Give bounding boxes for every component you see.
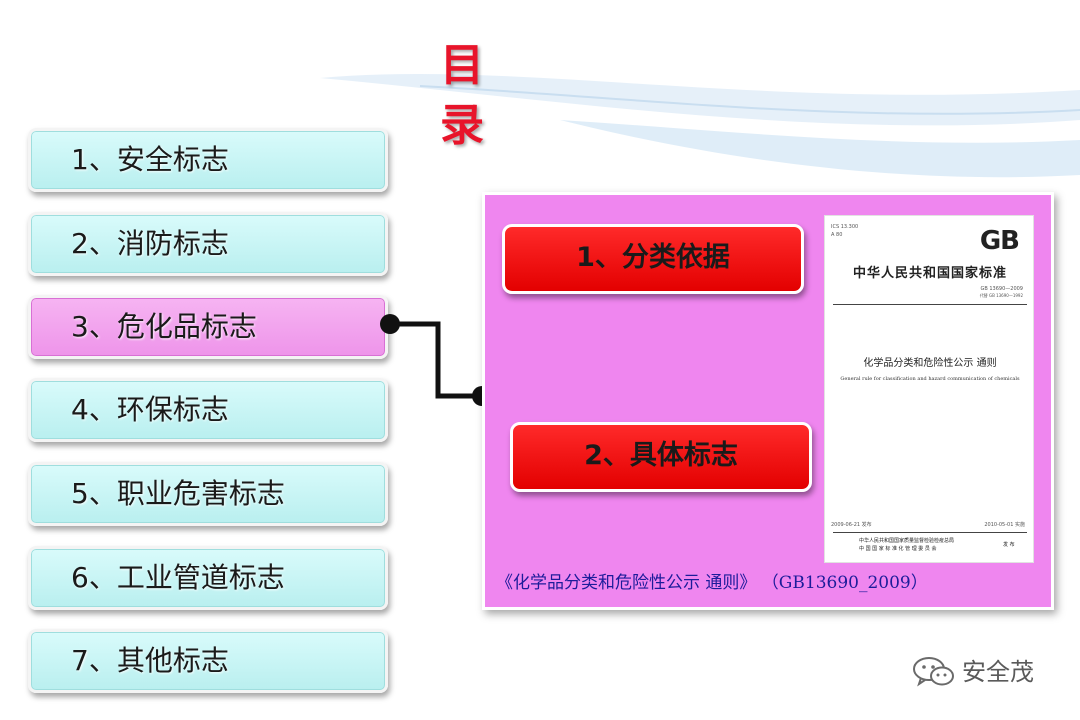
doc-issue-word: 发 布 [1003, 542, 1015, 548]
standard-document-cover: ICS 13.300 A 80 GB 中华人民共和国国家标准 GB 13690—… [824, 215, 1034, 563]
doc-replaces: 代替 GB 13690—1992 [979, 293, 1023, 298]
doc-rule-bottom [833, 532, 1027, 533]
classification-basis-button[interactable]: 1、分类依据 [502, 224, 804, 294]
menu-item-hazardous-chemical-signs[interactable]: 3、危化品标志 [28, 295, 388, 359]
doc-rule-top [833, 304, 1027, 305]
doc-title-en: General rule for classification and haza… [840, 376, 1020, 382]
doc-ics: ICS 13.300 [831, 224, 859, 230]
gb-logo: GB [979, 226, 1020, 256]
doc-issuer-2: 中 国 国 家 标 准 化 管 理 委 员 会 [859, 546, 937, 552]
doc-issued-date: 2009-06-21 发布 [831, 522, 872, 528]
standard-caption: 《化学品分类和危险性公示 通则》 （GB13690_2009） [496, 573, 928, 593]
menu-item-occupational-hazard-signs[interactable]: 5、职业危害标志 [28, 462, 388, 526]
doc-title-cn: 化学品分类和危险性公示 通则 [863, 358, 997, 369]
wechat-icon [913, 657, 954, 687]
doc-ccs: A 80 [831, 232, 843, 238]
watermark: 安全茂 [912, 654, 1034, 690]
menu-item-industrial-pipeline-signs[interactable]: 6、工业管道标志 [28, 546, 388, 610]
page-title: 目 录 [440, 40, 524, 151]
watermark-text: 安全茂 [962, 658, 1034, 686]
menu-item-fire-signs[interactable]: 2、消防标志 [28, 212, 388, 276]
menu-item-safety-signs[interactable]: 1、安全标志 [28, 128, 388, 192]
connector-start-dot [380, 314, 400, 334]
doc-issuer-1: 中华人民共和国国家质量监督检验检疫总局 [859, 538, 955, 544]
menu-item-environmental-signs[interactable]: 4、环保标志 [28, 378, 388, 442]
specific-signs-button[interactable]: 2、具体标志 [510, 422, 812, 492]
doc-implemented-date: 2010-05-01 实施 [984, 522, 1025, 528]
doc-number: GB 13690—2009 [980, 286, 1023, 292]
doc-authority: 中华人民共和国国家标准 [852, 266, 1007, 281]
menu-item-other-signs[interactable]: 7、其他标志 [28, 629, 388, 693]
